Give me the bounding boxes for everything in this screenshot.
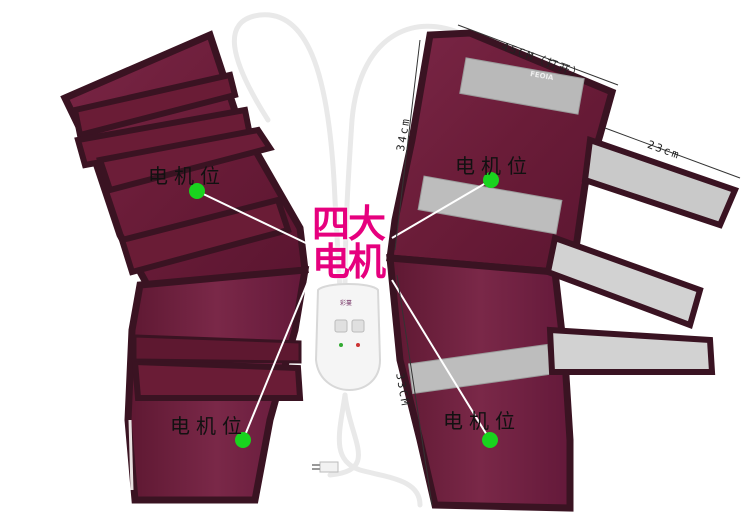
remote-controller bbox=[314, 283, 382, 391]
power-cable bbox=[231, 12, 473, 508]
motor-position-label: 电机位 bbox=[148, 164, 226, 188]
right-knee-wrap bbox=[386, 29, 740, 512]
pointer-lines bbox=[196, 179, 492, 441]
controller-brand-text: 彩蔓 bbox=[340, 300, 353, 307]
dimension-lines bbox=[394, 24, 741, 506]
left-knee-wrap bbox=[60, 30, 310, 504]
headline-line-2: 电机 bbox=[312, 240, 386, 284]
power-plug bbox=[312, 461, 339, 473]
motor-position-label: 电机位 bbox=[443, 409, 521, 433]
motor-marker bbox=[483, 172, 499, 188]
headline-line-1: 四大 bbox=[312, 202, 386, 246]
motor-markers bbox=[189, 172, 499, 448]
motor-marker bbox=[189, 183, 205, 199]
motor-marker bbox=[235, 432, 251, 448]
motor-position-label: 电机位 bbox=[455, 154, 533, 178]
motor-position-label: 电机位 bbox=[170, 414, 248, 438]
motor-marker bbox=[482, 432, 498, 448]
